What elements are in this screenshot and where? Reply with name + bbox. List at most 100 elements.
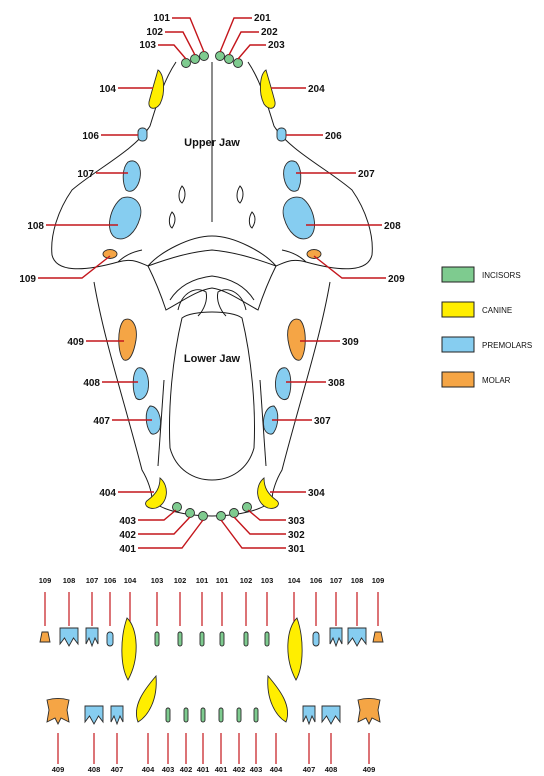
nasal-left-2: [169, 212, 175, 228]
legend-item-incisors: INCISORS: [442, 267, 521, 282]
num-106: 106: [82, 131, 99, 142]
upper-row-label-8: 101: [216, 576, 229, 585]
tooth-206: [277, 128, 286, 141]
nasal-left: [179, 186, 185, 203]
tooth-103: [182, 59, 191, 68]
upper-row-label-4: 104: [124, 576, 137, 585]
tooth-208: [283, 197, 314, 239]
tooth-104: [149, 70, 164, 108]
num-201: 201: [254, 13, 271, 24]
tooth-203: [234, 59, 243, 68]
upper-row-label-12: 106: [310, 576, 323, 585]
leader-101: [172, 18, 204, 52]
lower-row-label-9: 403: [250, 765, 263, 774]
num-107: 107: [77, 169, 94, 180]
tooth-409: [119, 319, 137, 360]
num-203: 203: [268, 40, 285, 51]
num-103: 103: [139, 40, 156, 51]
tooth-402: [186, 509, 195, 518]
row-tooth-108: [60, 628, 78, 646]
row-tooth-401: [219, 708, 223, 722]
nasal-right: [237, 186, 243, 203]
lower-row-label-8: 402: [233, 765, 246, 774]
tooth-106: [138, 128, 147, 141]
legend-item-canine: CANINE: [442, 302, 512, 317]
row-tooth-402: [184, 708, 188, 722]
row-tooth-101: [220, 632, 224, 646]
upper-row-label-2: 107: [86, 576, 99, 585]
num-307: 307: [314, 416, 331, 427]
legend-label-premolars: PREMOLARS: [482, 341, 532, 350]
lower-row-label-12: 408: [325, 765, 338, 774]
row-tooth-409: [47, 699, 69, 725]
num-304: 304: [308, 488, 325, 499]
leader-209: [314, 256, 386, 278]
row-tooth-104: [122, 618, 136, 680]
num-101: 101: [153, 13, 170, 24]
num-309: 309: [342, 337, 359, 348]
tooth-108: [109, 197, 140, 239]
leader-403: [138, 510, 176, 520]
row-tooth-408: [85, 706, 103, 724]
num-109: 109: [19, 274, 36, 285]
legend: INCISORS CANINE PREMOLARS MOLAR: [442, 267, 532, 387]
legend-swatch-molar: [442, 372, 474, 387]
row-tooth-106: [313, 632, 319, 646]
leader-201: [220, 18, 252, 52]
leader-303: [248, 510, 286, 520]
upper-row-label-6: 102: [174, 576, 187, 585]
num-401: 401: [119, 544, 136, 555]
num-204: 204: [308, 84, 325, 95]
row-tooth-109: [373, 632, 383, 642]
row-tooth-403: [254, 708, 258, 722]
legend-swatch-incisors: [442, 267, 474, 282]
row-tooth-103: [155, 632, 159, 646]
row-tooth-104: [288, 618, 302, 680]
tooth-308: [275, 368, 290, 400]
num-104: 104: [99, 84, 116, 95]
tooth-202: [225, 55, 234, 64]
upper-row-label-10: 103: [261, 576, 274, 585]
lower-jaw-outline: [94, 282, 330, 516]
row-tooth-107: [330, 628, 342, 646]
row-tooth-107: [86, 628, 98, 646]
num-102: 102: [146, 27, 163, 38]
num-409: 409: [67, 337, 84, 348]
palate-outline: [148, 236, 276, 310]
tooth-401: [199, 512, 208, 521]
row-tooth-108: [348, 628, 366, 646]
num-209: 209: [388, 274, 405, 285]
upper-row-label-15: 109: [372, 576, 385, 585]
lower-row-label-5: 402: [180, 765, 193, 774]
upper-row-label-13: 107: [330, 576, 343, 585]
row-tooth-101: [200, 632, 204, 646]
row-tooth-407: [303, 706, 315, 724]
nasal-right-2: [249, 212, 255, 228]
lower-row-label-2: 407: [111, 765, 124, 774]
upper-row-label-14: 108: [351, 576, 364, 585]
lower-row-label-11: 407: [303, 765, 316, 774]
legend-swatch-premolars: [442, 337, 474, 352]
tooth-209: [307, 250, 321, 259]
legend-swatch-canine: [442, 302, 474, 317]
tooth-204: [260, 70, 275, 108]
num-402: 402: [119, 530, 136, 541]
num-208: 208: [384, 221, 401, 232]
tooth-109: [103, 250, 117, 259]
row-tooth-106: [107, 632, 113, 646]
tooth-302: [230, 509, 239, 518]
upper-row-label-5: 103: [151, 576, 164, 585]
tooth-301: [217, 512, 226, 521]
upper-row-label-9: 102: [240, 576, 253, 585]
leader-203: [238, 45, 266, 59]
lower-row-label-10: 404: [270, 765, 283, 774]
row-tooth-109: [40, 632, 50, 642]
upper-row-label-11: 104: [288, 576, 301, 585]
lower-row-label-13: 409: [363, 765, 376, 774]
lower-row-label-3: 404: [142, 765, 155, 774]
legend-label-molar: MOLAR: [482, 376, 511, 385]
row-tooth-404: [268, 676, 288, 722]
